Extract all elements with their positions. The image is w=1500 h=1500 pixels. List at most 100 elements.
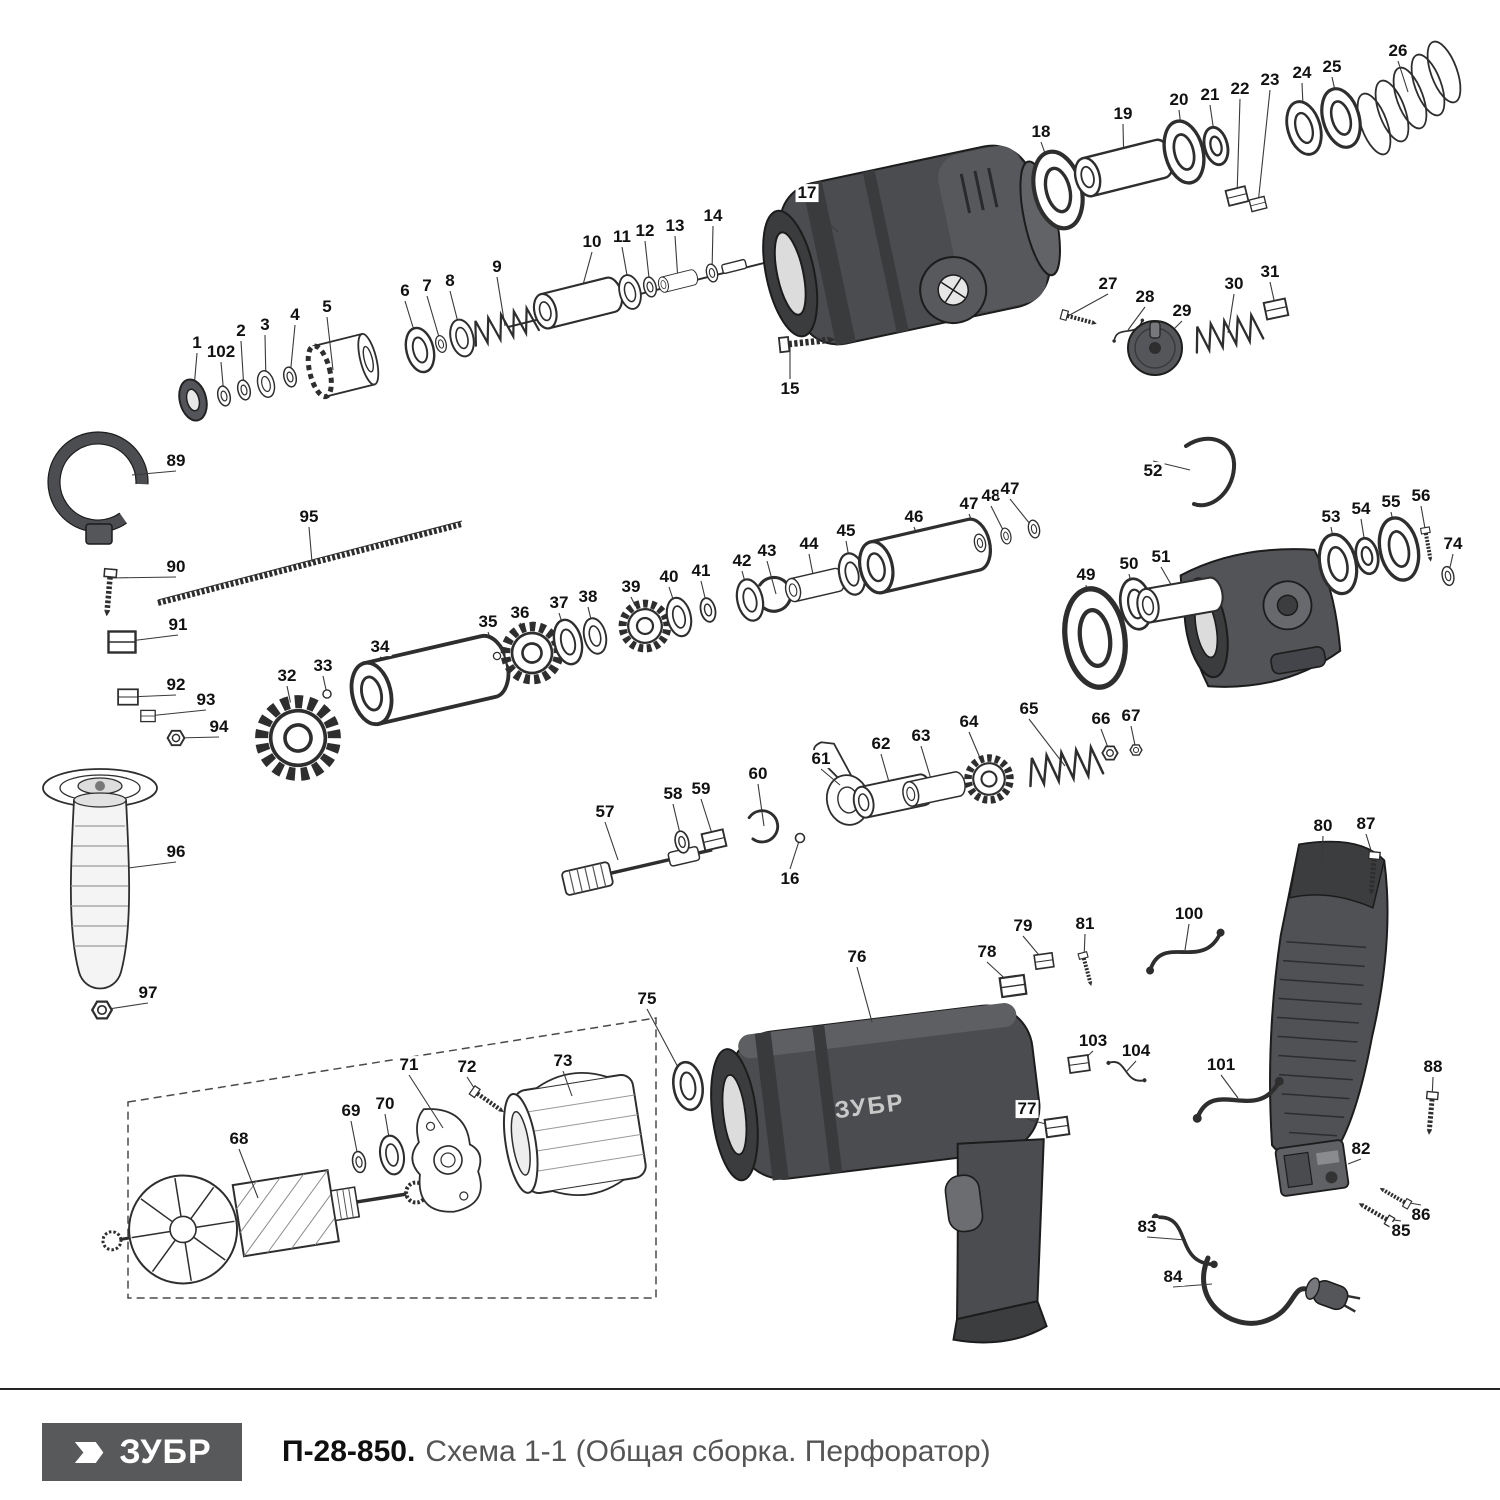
part-shape-35 xyxy=(492,651,502,661)
leader-line-93 xyxy=(147,709,207,717)
part-shape-72 xyxy=(469,1086,506,1116)
part-shape-22 xyxy=(1224,185,1250,207)
leader-line-89 xyxy=(131,470,177,476)
part-shape-90 xyxy=(101,569,117,617)
part-shape-65 xyxy=(1024,744,1105,788)
leader-line-26 xyxy=(1397,60,1409,93)
part-shape-10 xyxy=(529,274,627,332)
leader-line-68 xyxy=(238,1148,259,1199)
zubr-logo: ЗУБР xyxy=(42,1423,242,1481)
part-shape-67 xyxy=(1129,744,1143,756)
part-shape-104 xyxy=(1104,1050,1149,1093)
part-shape-92 xyxy=(117,688,139,706)
part-shape-3 xyxy=(254,368,278,400)
part-shape-14 xyxy=(703,262,721,284)
part-shape-83 xyxy=(1148,1198,1222,1284)
leader-line-16 xyxy=(789,837,801,870)
part-shape-44 xyxy=(782,566,848,604)
part-shape-102 xyxy=(215,384,233,408)
part-shape-23 xyxy=(1248,195,1268,213)
part-shape-70 xyxy=(376,1132,408,1178)
leader-line-95 xyxy=(308,526,313,563)
leader-line-17 xyxy=(806,202,839,233)
leader-line-83 xyxy=(1146,1236,1187,1241)
power-cable xyxy=(1201,1255,1361,1326)
leader-line-80 xyxy=(1321,835,1324,863)
leader-line-60 xyxy=(757,783,765,827)
part-shape-93 xyxy=(140,709,156,723)
switch-block xyxy=(1274,1139,1350,1197)
leader-line-104 xyxy=(1126,1060,1137,1072)
rear-handle xyxy=(1269,840,1389,1163)
part-shape-41 xyxy=(697,595,719,625)
leader-line-30 xyxy=(1227,293,1235,334)
leader-line-101 xyxy=(1220,1074,1239,1099)
part-shape-88 xyxy=(1423,1092,1438,1136)
retainer-clip xyxy=(1184,436,1237,508)
part-shape-24 xyxy=(1279,96,1329,160)
leader-line-90 xyxy=(109,576,177,579)
part-shape-97 xyxy=(91,1000,113,1020)
diagram-subtitle: Схема 1-1 (Общая сборка. Перфоратор) xyxy=(425,1435,991,1468)
part-shape-13 xyxy=(656,268,700,294)
leader-line-61 xyxy=(820,768,841,786)
leader-line-52 xyxy=(1152,460,1191,471)
part-shape-46 xyxy=(853,514,997,598)
part-shape-7 xyxy=(433,333,449,355)
spline-shaft xyxy=(561,845,713,896)
part-shape-39 xyxy=(618,599,671,652)
chuck-sleeve xyxy=(305,332,380,400)
part-shape-103 xyxy=(1067,1054,1091,1074)
part-shape-94 xyxy=(166,729,186,747)
model-number: П-28-850. xyxy=(282,1435,416,1468)
leader-line-27 xyxy=(1067,293,1109,317)
part-shape-78 xyxy=(998,973,1028,999)
leader-line-5 xyxy=(326,316,334,371)
gear-housing xyxy=(762,144,1061,346)
leader-line-96 xyxy=(127,861,177,869)
part-shape-9 xyxy=(468,305,540,347)
part-shape-48 xyxy=(998,526,1014,546)
part-shape-29 xyxy=(1127,320,1183,376)
part-shape-38 xyxy=(579,615,611,657)
spring-stack xyxy=(1356,40,1462,156)
leader-line-71 xyxy=(408,1074,444,1129)
part-shape-75 xyxy=(668,1058,708,1114)
part-shape-2 xyxy=(235,378,253,402)
part-shape-8 xyxy=(445,316,479,360)
part-shape-66 xyxy=(1101,745,1119,761)
part-shape-77 xyxy=(1043,1115,1071,1139)
part-shape-47 xyxy=(1026,518,1042,540)
part-shape-27 xyxy=(1060,310,1098,328)
leader-line-65 xyxy=(1028,718,1066,767)
part-shape-34 xyxy=(343,629,517,731)
stator xyxy=(502,1071,647,1197)
part-shape-12 xyxy=(641,275,659,299)
leader-line-84 xyxy=(1172,1283,1213,1288)
part-shape-64 xyxy=(964,754,1014,804)
motor-group-outline xyxy=(127,1017,657,1299)
part-shape-16 xyxy=(794,832,806,844)
part-shape-100 xyxy=(1138,925,1232,978)
threaded-rod xyxy=(157,520,463,606)
leader-line-22 xyxy=(1236,98,1241,197)
diagram-title: П-28-850. Схема 1-1 (Общая сборка. Перфор… xyxy=(282,1435,991,1469)
part-shape-55 xyxy=(1372,512,1426,586)
leader-line-100 xyxy=(1184,923,1190,951)
side-handle xyxy=(42,431,158,990)
part-shape-1 xyxy=(174,375,212,425)
leader-line-76 xyxy=(856,966,873,1023)
part-shape-74 xyxy=(1439,564,1457,588)
leader-line-57 xyxy=(604,821,619,861)
part-shape-33 xyxy=(322,689,332,699)
zubr-logo-text: ЗУБР xyxy=(119,1432,212,1471)
armature xyxy=(101,1168,429,1285)
part-shape-86 xyxy=(1378,1184,1412,1209)
leader-line-23 xyxy=(1257,89,1271,205)
part-shape-85 xyxy=(1356,1199,1394,1227)
part-shape-4 xyxy=(281,365,299,389)
motor-housing: ЗУБР xyxy=(710,1003,1048,1344)
part-shape-30 xyxy=(1190,312,1265,354)
